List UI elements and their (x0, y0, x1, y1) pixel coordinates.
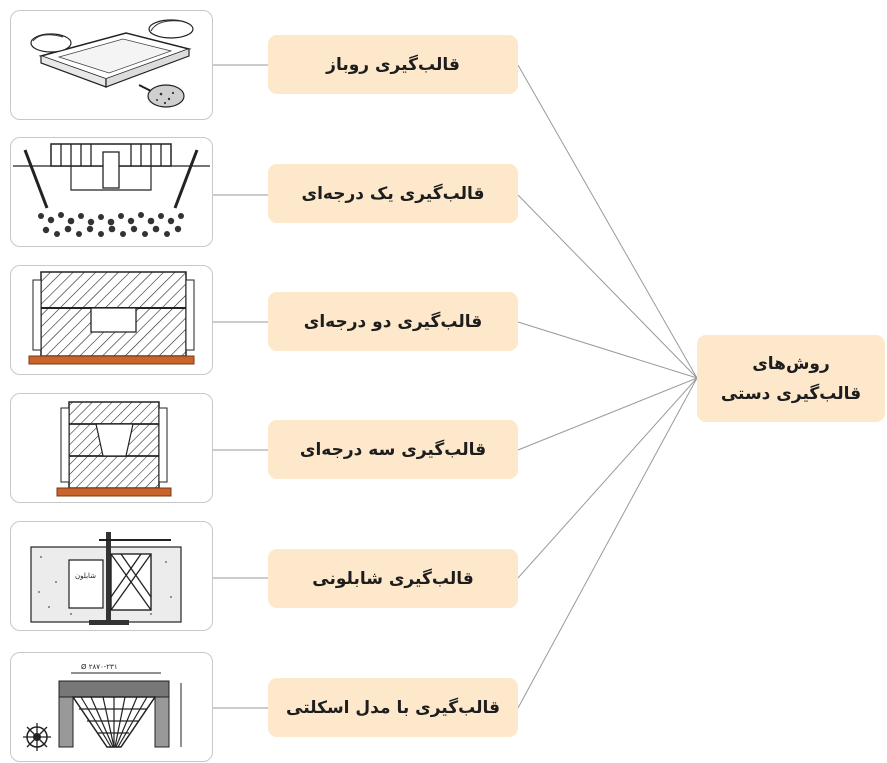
two-flask-mold-illustration (10, 265, 213, 375)
main-title-line2: قالب‌گیری دستی (720, 383, 862, 404)
skeleton-pattern-mold-illustration: Ø ۲۸۷۰-۲۳۱ (10, 652, 213, 762)
single-flask-mold-illustration (10, 137, 213, 247)
connector-branch-2 (517, 194, 698, 379)
method-label-two-flask: قالب‌گیری دو درجه‌ای (268, 292, 518, 351)
main-title-box: روش‌های قالب‌گیری دستی (697, 335, 885, 422)
three-flask-mold-illustration (10, 393, 213, 503)
method-label-single-flask: قالب‌گیری یک درجه‌ای (268, 164, 518, 223)
main-title-line1: روش‌های (752, 353, 830, 374)
method-label-skeleton: قالب‌گیری با مدل اسکلتی (268, 678, 518, 737)
connector-branch-3 (517, 321, 698, 379)
connector-branch-6 (517, 377, 698, 709)
open-mold-illustration (10, 10, 213, 120)
sweep-mold-illustration: شابلون (10, 521, 213, 631)
sweep-annotation: شابلون (75, 572, 96, 580)
connector-branch-5 (517, 377, 698, 579)
connector-branch-1 (517, 64, 698, 379)
method-label-three-flask: قالب‌گیری سه درجه‌ای (268, 420, 518, 479)
connector-branch-4 (517, 377, 698, 451)
method-label-open: قالب‌گیری روباز (268, 35, 518, 94)
skeleton-dimension-label: Ø ۲۸۷۰-۲۳۱ (81, 663, 118, 671)
method-label-sweep: قالب‌گیری شابلونی (268, 549, 518, 608)
